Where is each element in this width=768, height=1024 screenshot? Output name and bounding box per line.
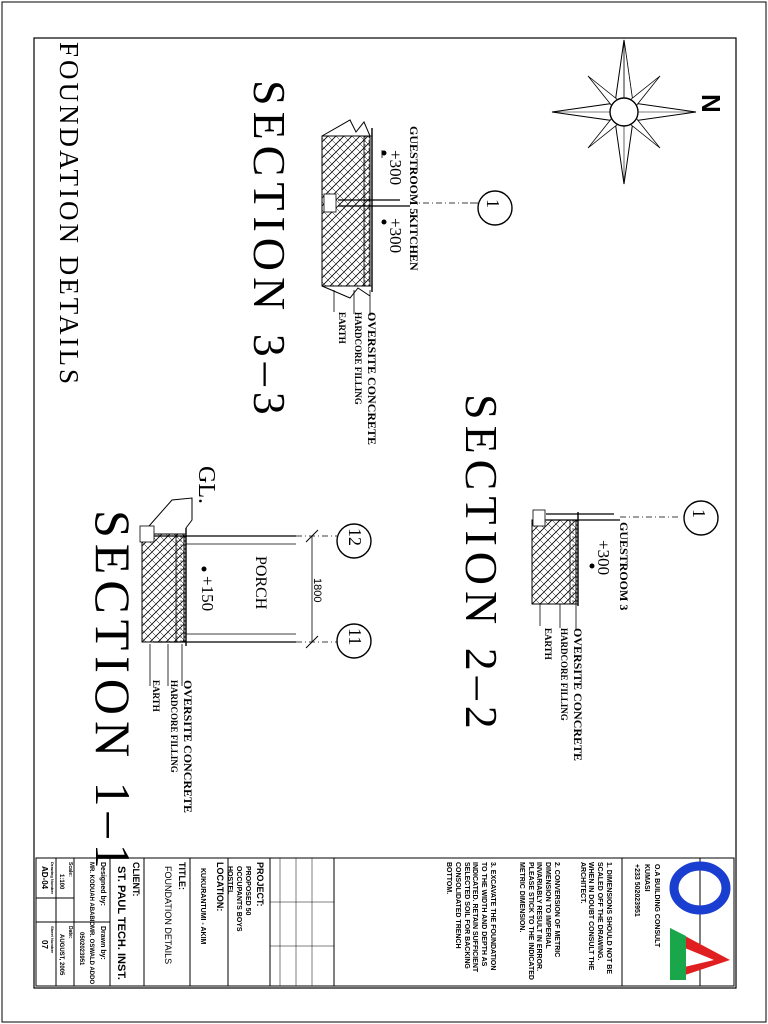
section-3-3-room-1: GUESTROOM 5 [407,126,421,215]
drawn-by-label: Drawn by: [99,926,106,960]
section-3-3-title: SECTION 3–3 [244,80,295,421]
section-2-2-title: SECTION 2–2 [456,394,507,735]
firm-city: KUMASI [643,864,650,892]
section-3-3-room-2: KITCHEN [407,214,421,271]
section-2-2-grid: 1 [689,509,709,518]
section-1-1-layer-2: HARDCORE FILLING [169,680,179,773]
drawing-number-label: Drawing Number [50,862,55,895]
grid-11-label: 11 [345,628,365,646]
inner-border [33,37,737,989]
section-1-1-layer-3: EARTH [151,680,161,712]
title-value: FOUNDATION DETAILS [163,866,173,965]
ground-level-label: GL. [193,466,219,504]
drawing-number: AD-04 [40,866,49,890]
section-3-3-layer-2: HARDCORE FILLING [353,312,363,405]
grid-12-label: 12 [345,528,365,546]
note-1: 1. DIMENSIONS SHOULD NOT BE SCALED OFF T… [578,862,612,975]
porch-label: PORCH [252,556,269,610]
section-2-2-room-1: GUESTROOM 3 [617,522,631,611]
designed-by-label: Designed by: [99,862,106,906]
location-value: KUKURANTUMI - AKIM [199,868,206,945]
title-block-frame [35,857,735,987]
note-2: 2. CONVERSION OF METRIC DIMENSION TO IMP… [518,862,560,980]
date-label: Date: [67,926,73,939]
section-3-3-level-1: +300 [386,150,405,186]
title-label: TITLE: [177,862,187,890]
firm-name: O.A BUILDING CONSULT [653,864,660,948]
section-2-2-layer-2: HARDCORE FILLING [559,628,569,721]
scale-value: 1:100 [58,874,64,890]
client-label: CLIENT: [131,862,141,897]
client-value: ST. PAUL TECH. INST. [115,866,127,980]
location-label: LOCATION: [215,862,225,912]
section-2-2-detail [531,500,719,630]
section-3-3-layer-1: OVERSITE CONCRETE [365,312,379,446]
section-3-3-level-2: +300 [386,218,405,254]
firm-phone: +233 502023951 [633,864,640,917]
drafter-phone: 0502023951 [78,932,84,966]
section-1-1-title: SECTION 1–1 [85,510,141,875]
project-value: PROPOSED 50 OCCUPANTS BOYS HOSTEL [225,866,251,932]
section-3-3-layer-3: EARTH [337,312,347,344]
section-3-3-grid: 1 [483,199,503,208]
section-2-2-level-1: +300 [594,540,613,576]
date-value: AUGUST, 2005 [58,934,64,976]
sheet-title: FOUNDATION DETAILS [54,42,84,388]
compass-icon [551,39,697,185]
drafter-name: MR. OSWALD ADDO [88,926,94,985]
section-2-2-layer-3: EARTH [543,628,553,660]
section-1-1-detail [139,497,372,686]
section-2-2-layer-1: OVERSITE CONCRETE [571,628,585,762]
sheet-number: 07 [40,940,49,949]
north-label: N [696,94,726,113]
porch-level: +150 [198,576,217,612]
sheet-number-label: Sheet Number [50,926,55,954]
project-label: PROJECT: [255,862,265,907]
section-3-3-detail [321,119,513,316]
porch-dimension: 1800 [311,578,323,603]
note-3: 3. EXCAVATE THE FOUNDATION TO THE WIDTH … [445,862,496,973]
section-1-1-layer-1: OVERSITE CONCRETE [181,680,195,814]
scale-label: Scale: [67,862,73,877]
designer-name: MR. KODUAH ABABIO [88,862,94,927]
logo-icon [669,861,731,980]
